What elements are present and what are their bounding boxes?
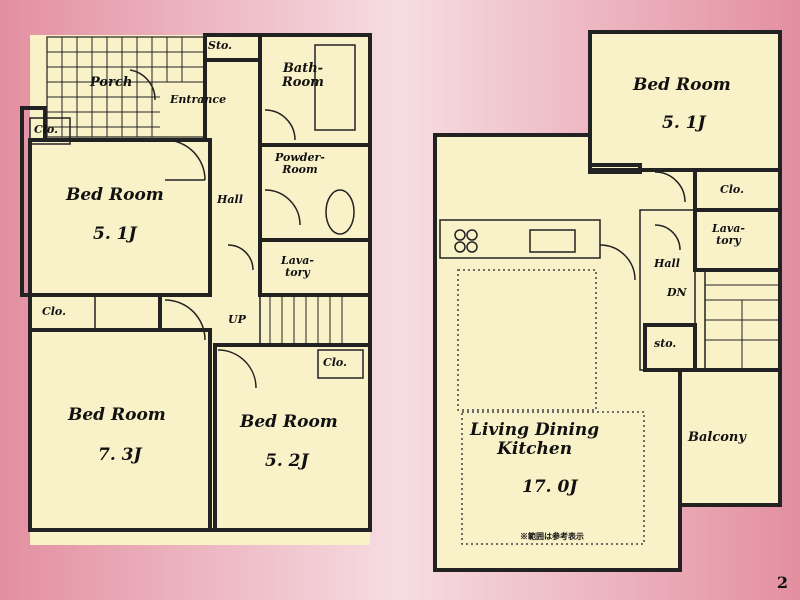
room-lavatory-1f: Lava- tory (281, 254, 314, 280)
room-hall-2f: Hall (654, 257, 680, 270)
room-ldk: Living Dining Kitchen (470, 420, 600, 459)
closet-right: Clo. (323, 356, 347, 369)
room-lavatory-2f: Lava- tory (712, 222, 745, 248)
room-bed-a-size: 5. 1J (93, 224, 137, 244)
room-bed-2f-size: 5. 1J (662, 113, 706, 133)
room-porch: Porch (90, 75, 133, 90)
closet-top-left: Clo. (34, 123, 58, 136)
room-storage-top: Sto. (208, 39, 232, 52)
ldk-range-note: ※範囲は参考表示 (520, 531, 584, 541)
porch-tiles (46, 36, 206, 138)
room-bed-a: Bed Room (66, 185, 164, 205)
room-entrance: Entrance (170, 93, 227, 106)
closet-mid: Clo. (42, 305, 66, 318)
floor1-stairs (259, 294, 371, 346)
closet-2f: Clo. (720, 183, 744, 196)
stairs-down-label: DN (667, 286, 687, 299)
room-ldk-size: 17. 0J (522, 477, 578, 497)
room-hall-1f: Hall (217, 193, 243, 206)
room-bed-c: Bed Room (240, 412, 338, 432)
room-bed-c-size: 5. 2J (265, 451, 309, 471)
room-powder: Powder- Room (275, 151, 325, 177)
page-number: 2 (776, 573, 788, 592)
room-bed-2f: Bed Room (633, 75, 731, 95)
room-bath: Bath- Room (282, 61, 324, 91)
storage-2f: sto. (654, 337, 677, 350)
room-bed-b: Bed Room (68, 405, 166, 425)
stairs-up-label: UP (228, 313, 246, 326)
room-bed-b-size: 7. 3J (98, 445, 142, 465)
room-balcony: Balcony (688, 430, 746, 445)
